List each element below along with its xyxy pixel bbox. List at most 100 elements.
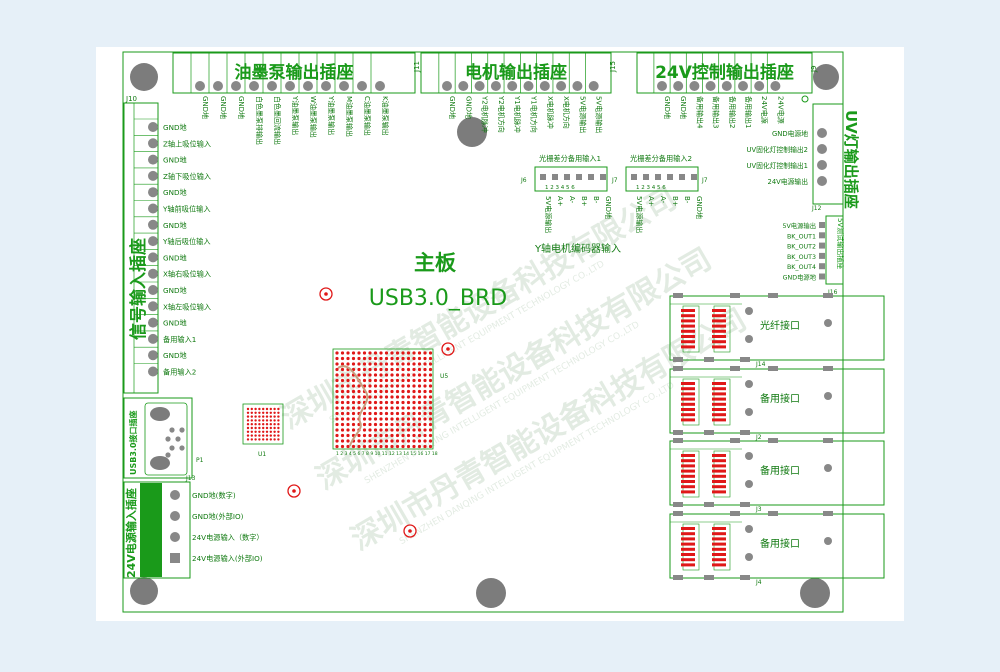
left-header-pin [148, 366, 158, 377]
encoder-pin-pad [691, 174, 697, 180]
rj45-pin [824, 392, 832, 400]
chip-ball [368, 433, 372, 438]
chip-ball [340, 417, 345, 421]
chip-ball [395, 417, 400, 421]
rj45-tab [730, 366, 740, 371]
rj45-pad [681, 329, 695, 333]
top-header-pin [705, 81, 716, 91]
chip-ball [401, 417, 405, 421]
chip-ball [395, 389, 400, 394]
top-header-pin [689, 81, 700, 91]
chip-ball [395, 406, 400, 410]
chip-ball [412, 439, 416, 443]
chip-ball [340, 411, 345, 416]
rj45-pin [745, 380, 753, 388]
chip-ball [362, 439, 367, 443]
rj45-pad [712, 340, 726, 344]
rj45-pad [681, 474, 695, 478]
encoder-input-title: 光栅差分备用输入2 [630, 154, 692, 163]
chip-ball [273, 426, 276, 430]
chip-ball [406, 395, 411, 399]
chip-ball [250, 426, 253, 430]
chip-ball [395, 356, 400, 361]
rj45-pad-frame [713, 523, 731, 571]
chip-ball [379, 389, 383, 394]
chip-ball [250, 434, 253, 437]
usb-shield-pad [150, 407, 170, 421]
chip-ball [273, 415, 276, 418]
chip-ball [428, 411, 433, 416]
chip-ball [401, 384, 405, 388]
chip-ball [340, 378, 345, 383]
chip-ball [254, 407, 257, 411]
top-header-pin-label: Y油墨泵输出 [291, 95, 300, 135]
chip-ball [412, 411, 416, 416]
top-header-pin [339, 81, 349, 91]
uv-header-title: UV灯输出插座 [842, 110, 860, 209]
chip-ball [406, 384, 411, 388]
chip-ball [362, 411, 367, 416]
power-pin-pad [170, 553, 180, 563]
chip-ball [357, 400, 361, 405]
bk-header-pin [819, 273, 825, 280]
chip-ball [340, 439, 345, 443]
top-header-pin [474, 81, 485, 91]
top-header-pin-label: 5V电源输出 [578, 96, 587, 133]
connector-ref: J14 [755, 361, 766, 368]
chip-ball [401, 400, 405, 405]
chip-ball [428, 444, 433, 449]
rj45-tab [730, 293, 740, 298]
uv-header-pin-label: UV固化灯控制输出1 [746, 161, 808, 170]
chip-ball [277, 407, 280, 411]
chip-ball [351, 444, 356, 449]
left-header-pin-label: Z轴下吸位输入 [163, 172, 211, 181]
board-subtitle: USB3.0_BRD [369, 286, 507, 311]
chip-ball [384, 417, 389, 421]
left-header-pin-label: Z轴上吸位输入 [163, 139, 211, 148]
bk-header-box [825, 215, 844, 285]
chip-ball [379, 417, 383, 421]
chip-ball [417, 411, 422, 416]
top-header-box [420, 52, 612, 94]
power-header-box [123, 481, 191, 579]
chip-ball [401, 411, 405, 416]
fiducial-dot [446, 347, 450, 351]
chip-ball [423, 422, 427, 427]
chip-ball [379, 428, 383, 432]
encoder-pin-label: 5V电源输出 [635, 196, 644, 233]
chip-ball [423, 444, 427, 449]
chip-ball [368, 351, 372, 355]
chip-ball [395, 395, 400, 399]
top-header-pin-label: Y1电机脉冲 [513, 95, 522, 133]
chip-ball [412, 356, 416, 361]
chip-ball [368, 373, 372, 377]
chip-ball [406, 367, 411, 372]
encoder-input-title: 光栅差分备用输入1 [539, 154, 601, 163]
rj45-pad [681, 324, 695, 328]
rj45-pad [681, 387, 695, 391]
chip-ball [340, 356, 345, 361]
chip-ball [412, 400, 416, 405]
chip-ball [379, 395, 383, 399]
rj45-tab [823, 366, 833, 371]
top-header-box [172, 52, 416, 94]
chip-ball [357, 406, 361, 410]
left-header-title: 信号输入插座 [128, 238, 149, 340]
chip-ball [417, 395, 422, 399]
chip-ball [423, 400, 427, 405]
chip-ball [428, 395, 433, 399]
chip-ball [273, 434, 276, 437]
chip-ball [368, 439, 372, 443]
encoder-pin-label: GND地 [695, 196, 704, 219]
rj45-pad [681, 335, 695, 338]
fiducial-dot [408, 529, 412, 533]
chip-ball [417, 351, 422, 355]
left-header-pin [148, 187, 158, 198]
rj45-tab [740, 430, 750, 435]
chip-ball [390, 378, 394, 383]
rj45-pin [745, 408, 753, 416]
left-header-pin [148, 170, 158, 181]
chip-ball [351, 389, 356, 394]
chip-ball [269, 407, 272, 411]
chip-ball [373, 356, 378, 361]
